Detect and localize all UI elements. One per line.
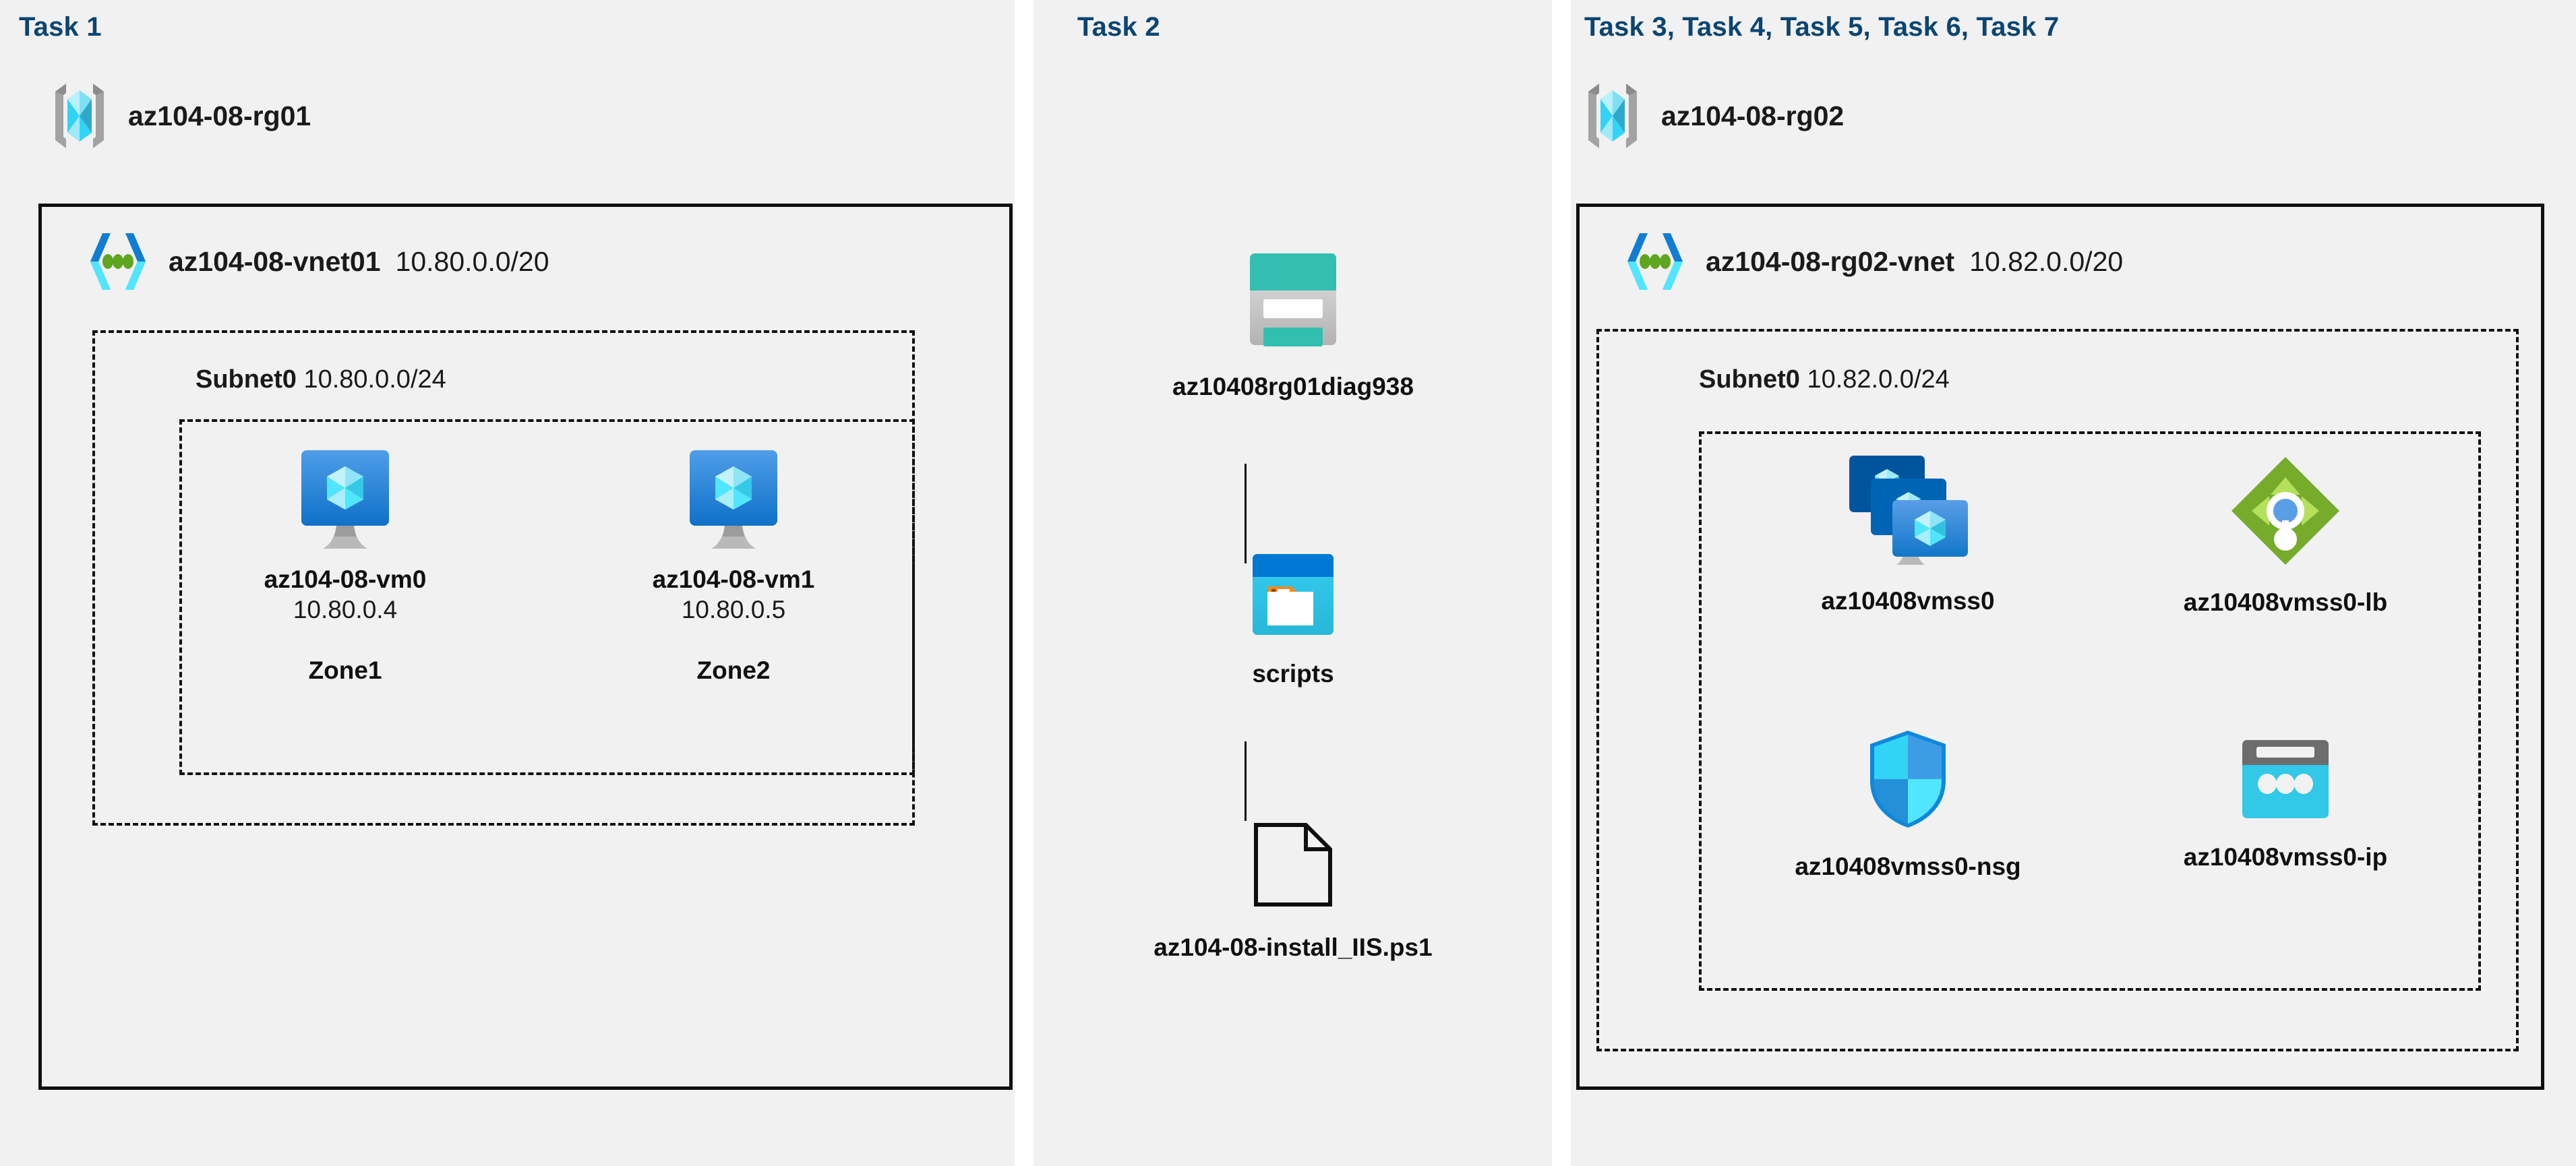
script-file-icon (1251, 821, 1336, 909)
vm-zone: Zone1 (308, 656, 382, 684)
subnet-header-subnet0: Subnet0 10.82.0.0/24 (1699, 365, 1950, 394)
vnet-name: az104-08-rg02-vnet (1706, 245, 1955, 277)
network-security-group-icon (1865, 728, 1951, 830)
task-3-7-heading: Task 3, Task 4, Task 5, Task 6, Task 7 (1584, 12, 2060, 42)
blob-container-name: scripts (1252, 660, 1334, 687)
virtual-machine-icon (683, 446, 784, 551)
subnet-resources-boundary (1699, 431, 2481, 991)
subnet-label: Subnet0 (1699, 365, 1800, 394)
blob-container-icon (1250, 551, 1336, 638)
subnet-cidr: 10.80.0.0/24 (303, 365, 446, 394)
subnet-cidr: 10.82.0.0/24 (1807, 365, 1950, 394)
node-vm-scale-set[interactable]: az10408vmss0 (1766, 452, 2049, 616)
node-blob-container[interactable]: scripts (1125, 551, 1462, 689)
nsg-name: az10408vmss0-nsg (1795, 853, 2021, 880)
node-az104-08-vm1[interactable]: az104-08-vm1 10.80.0.5 Zone2 (599, 446, 868, 685)
node-az104-08-vm0[interactable]: az104-08-vm0 10.80.0.4 Zone1 (210, 446, 480, 685)
load-balancer-icon (2227, 453, 2343, 569)
vnet-cidr: 10.80.0.0/20 (395, 245, 549, 277)
script-file-name: az104-08-install_IIS.ps1 (1154, 933, 1433, 961)
vm-name: az104-08-vm1 (652, 565, 815, 593)
virtual-network-icon (82, 229, 154, 294)
virtual-machine-icon (295, 446, 396, 551)
subnet-boundary-subnet0 (1596, 329, 2519, 1051)
resource-group-label: az104-08-rg02 (1661, 100, 1845, 131)
resource-group-az104-08-rg01: az104-08-rg01 (49, 81, 311, 151)
vnet-header-az104-08-rg02-vnet: az104-08-rg02-vnet 10.82.0.0/20 (1619, 229, 2123, 294)
vnet-cidr: 10.82.0.0/20 (1969, 245, 2124, 277)
node-network-security-group[interactable]: az10408vmss0-nsg (1766, 728, 2049, 882)
task-1-heading: Task 1 (19, 12, 102, 42)
subnet-label: Subnet0 (196, 365, 297, 394)
resource-group-icon (49, 81, 111, 151)
public-ip-name: az10408vmss0-ip (2183, 843, 2388, 871)
panel-task-3-7: Task 3, Task 4, Task 5, Task 6, Task 7 (1571, 0, 2576, 1166)
load-balancer-name: az10408vmss0-lb (2183, 588, 2388, 616)
vmss-name: az10408vmss0 (1821, 587, 1995, 615)
connector-storage-to-container (1245, 464, 1247, 563)
node-script-file[interactable]: az104-08-install_IIS.ps1 (1084, 821, 1502, 962)
availability-zones-boundary (179, 419, 915, 775)
node-load-balancer[interactable]: az10408vmss0-lb (2144, 453, 2427, 617)
virtual-network-icon (1619, 229, 1691, 294)
storage-account-name: az10408rg01diag938 (1172, 373, 1414, 400)
resource-group-label: az104-08-rg01 (128, 100, 311, 131)
vm-scale-set-icon (1845, 452, 1971, 567)
vm-ip: 10.80.0.5 (681, 595, 786, 623)
public-ip-address-icon (2238, 736, 2333, 822)
connector-container-to-file (1245, 741, 1247, 821)
node-public-ip-address[interactable]: az10408vmss0-ip (2144, 736, 2427, 872)
vm-zone: Zone2 (696, 656, 771, 684)
resource-group-icon (1582, 81, 1644, 151)
subnet-header-subnet0: Subnet0 10.80.0.0/24 (196, 365, 446, 394)
vnet-header-az104-08-vnet01: az104-08-vnet01 10.80.0.0/20 (82, 229, 549, 294)
storage-account-icon (1243, 249, 1343, 349)
node-storage-account[interactable]: az10408rg01diag938 (1125, 249, 1462, 402)
resource-group-az104-08-rg02: az104-08-rg02 (1582, 81, 1844, 151)
vnet-name: az104-08-vnet01 (169, 245, 381, 277)
panel-task-1: Task 1 az104-08-rg01 (0, 0, 1015, 1166)
panel-task-2: Task 2 az10408rg01 (1034, 0, 1552, 1166)
vnet-boundary-az104-08-rg02-vnet (1576, 204, 2544, 1090)
task-2-heading: Task 2 (1077, 12, 1160, 42)
vnet-boundary-az104-08-vnet01 (38, 204, 1013, 1090)
vm-ip: 10.80.0.4 (293, 595, 398, 623)
vm-name: az104-08-vm0 (264, 565, 427, 593)
